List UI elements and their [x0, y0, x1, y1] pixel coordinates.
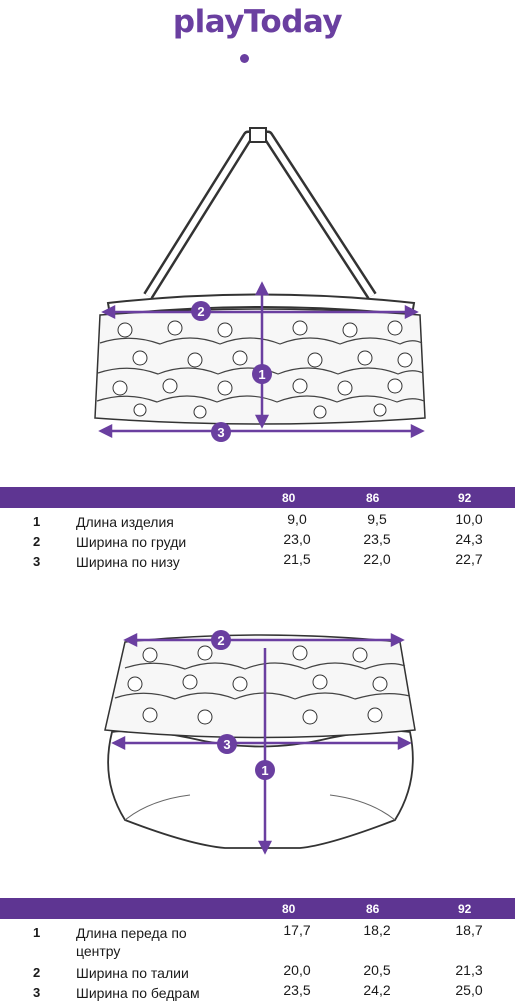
table-row: 2 Ширина по груди 23,0 23,5 24,3 [0, 531, 515, 556]
row-number: 1 [33, 514, 41, 529]
size-table-top: 80 86 92 1 Длина изделия 9,0 9,5 10,0 2 … [0, 487, 515, 583]
row-label: Ширина по груди [76, 534, 187, 550]
size-col-80: 80 [282, 902, 296, 916]
row-number: 3 [33, 554, 41, 569]
marker-1: 1 [261, 763, 268, 778]
value-92: 22,7 [455, 551, 483, 567]
value-80: 20,0 [283, 962, 311, 978]
size-header-row: 80 86 92 [0, 487, 515, 508]
marker-3: 3 [217, 425, 224, 440]
row-label: Ширина по низу [76, 554, 180, 570]
table-row: 1 Длина изделия 9,0 9,5 10,0 [0, 511, 515, 536]
brand-logo: playToday [172, 4, 343, 40]
row-label: Ширина по бедрам [76, 985, 200, 1001]
logo-dot [240, 54, 249, 63]
size-header-row: 80 86 92 [0, 898, 515, 919]
value-92: 25,0 [455, 982, 483, 998]
table-row: 1 Длина переда по центру 17,7 18,2 18,7 [0, 922, 515, 962]
value-80: 23,5 [283, 982, 311, 998]
value-86: 22,0 [363, 551, 391, 567]
table-row: 3 Ширина по низу 21,5 22,0 22,7 [0, 551, 515, 576]
bottom-garment-illustration: 2 3 1 [104, 630, 416, 855]
value-80: 21,5 [283, 551, 311, 567]
value-92: 18,7 [455, 922, 483, 938]
value-92: 21,3 [455, 962, 483, 978]
value-92: 10,0 [455, 511, 483, 527]
table-row: 2 Ширина по талии 20,0 20,5 21,3 [0, 962, 515, 984]
top-garment-illustration: 2 1 3 [94, 127, 426, 442]
row-number: 2 [33, 965, 41, 980]
marker-3: 3 [223, 737, 230, 752]
value-80: 9,0 [287, 511, 307, 527]
table-row: 3 Ширина по бедрам 23,5 24,2 25,0 [0, 982, 515, 1002]
row-number: 2 [33, 534, 41, 549]
size-col-92: 92 [458, 491, 472, 505]
size-col-92: 92 [458, 902, 472, 916]
row-number: 1 [33, 925, 41, 940]
row-label: Длина переда по центру [76, 925, 187, 959]
row-number: 3 [33, 985, 41, 1000]
value-92: 24,3 [455, 531, 483, 547]
size-table-bottom: 80 86 92 1 Длина переда по центру 17,7 1… [0, 898, 515, 1001]
value-86: 20,5 [363, 962, 391, 978]
value-86: 23,5 [363, 531, 391, 547]
marker-2: 2 [197, 304, 204, 319]
marker-1: 1 [258, 367, 265, 382]
value-86: 9,5 [367, 511, 387, 527]
value-80: 17,7 [283, 922, 311, 938]
row-label: Длина изделия [76, 514, 174, 530]
value-86: 24,2 [363, 982, 391, 998]
marker-2: 2 [217, 633, 224, 648]
size-col-86: 86 [366, 902, 380, 916]
size-col-80: 80 [282, 491, 296, 505]
value-86: 18,2 [363, 922, 391, 938]
row-label: Ширина по талии [76, 965, 189, 981]
size-col-86: 86 [366, 491, 380, 505]
value-80: 23,0 [283, 531, 311, 547]
